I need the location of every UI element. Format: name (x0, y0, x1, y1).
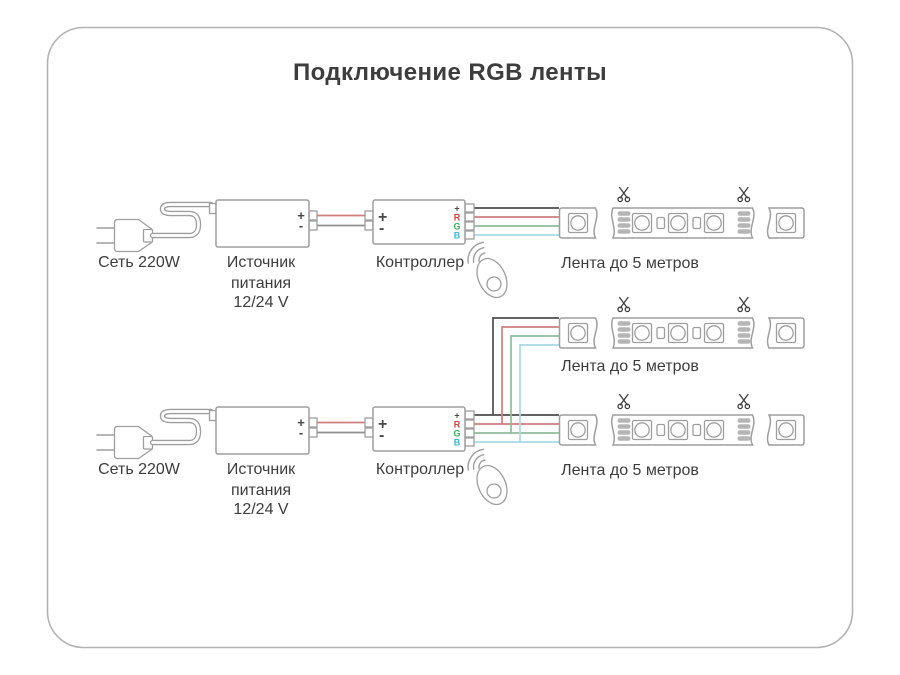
strip-top-label: Лента до 5 метров (561, 358, 699, 375)
controller-minus-in: - (379, 427, 384, 444)
remote-control-icon (467, 241, 514, 303)
controller-label: Контроллер (376, 461, 464, 478)
controller-minus-in: - (379, 220, 384, 237)
controller-out-green: G (453, 429, 460, 439)
psu-label-line2: питания (231, 275, 291, 292)
section-single-strip: + - + - + R G B Сеть 220W Источник питан… (97, 188, 805, 311)
mains-label: Сеть 220W (98, 461, 181, 478)
mains-label: Сеть 220W (98, 254, 181, 271)
section-dual-strip: + - + - + R G B Лента до 5 метров Сеть 2… (97, 298, 805, 518)
led-strip-bottom (560, 395, 805, 446)
led-strip-top (560, 298, 805, 349)
diagram-title: Подключение RGB ленты (293, 59, 607, 86)
led-strip (560, 188, 805, 239)
controller-label: Контроллер (376, 254, 464, 271)
strip-bottom-label: Лента до 5 метров (561, 462, 699, 479)
controller-plus-in: + (378, 416, 387, 433)
psu-label-line2: питания (231, 482, 291, 499)
psu-label-line1: Источник (227, 461, 296, 478)
psu-minus-terminal: - (299, 218, 303, 233)
psu-voltage-label: 12/24 V (233, 501, 288, 518)
controller-out-blue: B (454, 438, 461, 448)
diagram-border (46, 26, 854, 649)
controller-out-red: R (454, 420, 461, 430)
power-unit (97, 200, 317, 252)
remote-control-icon (467, 448, 514, 510)
wire-branch-red (501, 326, 559, 424)
wire-branch-plus (492, 317, 559, 415)
wire-branch-blue (519, 344, 559, 442)
controller-out-red: R (454, 213, 461, 223)
psu-label-line1: Источник (227, 254, 296, 271)
psu-plus-terminal: + (297, 415, 305, 430)
psu-minus-terminal: - (299, 425, 303, 440)
controller-plus-in: + (378, 209, 387, 226)
controller-out-green: G (453, 222, 460, 232)
wire-branch-green (510, 335, 559, 433)
strip-label: Лента до 5 метров (561, 255, 699, 272)
controller-out-plus: + (454, 411, 459, 421)
power-unit (97, 407, 317, 459)
controller-out-blue: B (454, 231, 461, 241)
psu-voltage-label: 12/24 V (233, 294, 288, 311)
controller-out-plus: + (454, 204, 459, 214)
psu-plus-terminal: + (297, 208, 305, 223)
